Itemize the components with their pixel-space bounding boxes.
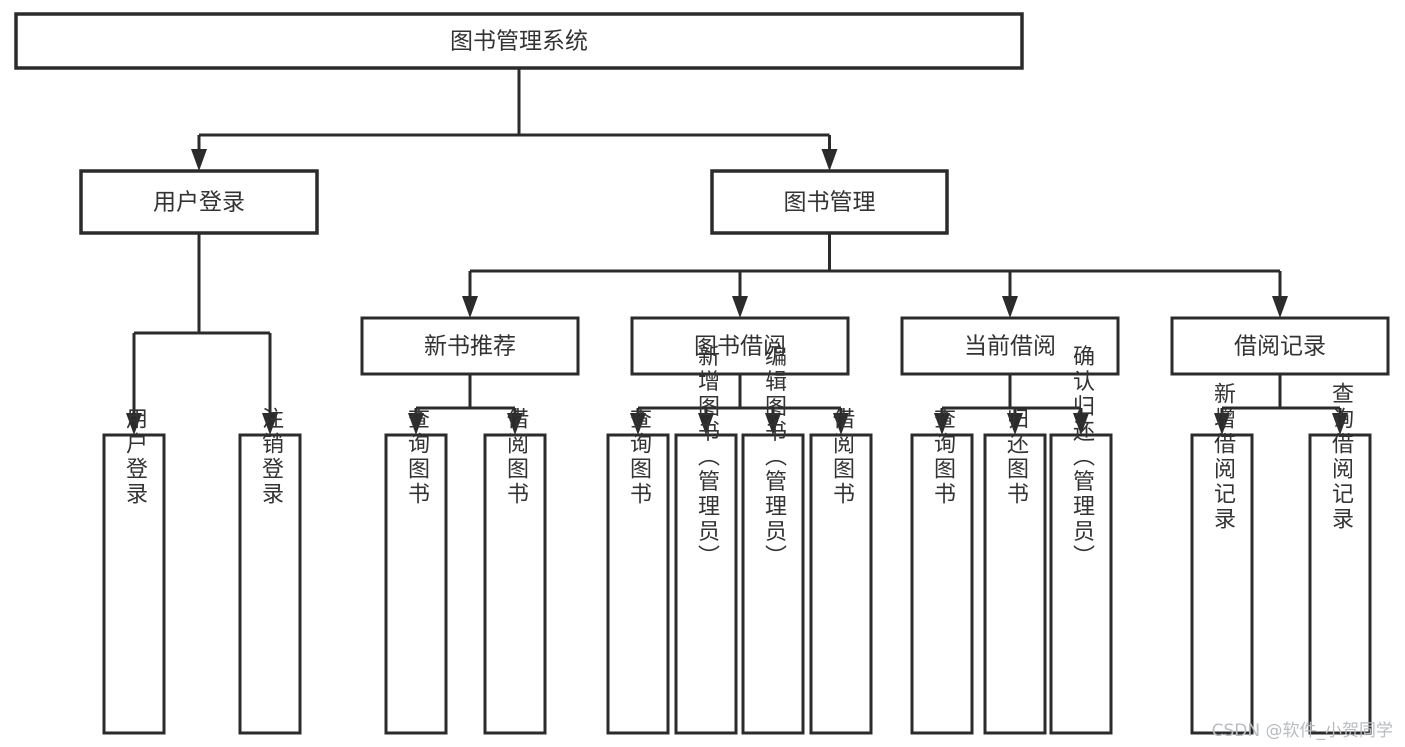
node-label: 新书推荐 (424, 334, 516, 360)
edge-group-book-borrow (630, 374, 849, 435)
edge-group-new-book-rec (408, 374, 523, 435)
node-box[interactable] (900, 316, 1120, 376)
node-leaf-borrow-book-2[interactable]: 借阅图书 (809, 407, 873, 735)
edge-group-borrow-record (1214, 374, 1348, 435)
node-box[interactable] (1308, 433, 1372, 735)
arrow-head-icon (191, 149, 207, 171)
arrow-head-icon (833, 413, 849, 435)
node-leaf-borrow-book-1[interactable]: 借阅图书 (483, 407, 547, 735)
arrow-head-icon (1002, 296, 1018, 318)
node-box[interactable] (14, 12, 1024, 70)
node-box[interactable] (360, 316, 580, 376)
node-box[interactable] (983, 433, 1047, 735)
node-label: 图书管理 (784, 190, 876, 216)
edge-group-current-borrow (934, 374, 1089, 435)
arrow-head-icon (934, 413, 950, 435)
node-leaf-add-record[interactable]: 新增借阅记录 (1190, 382, 1254, 735)
node-label: 用户登录 (122, 407, 148, 507)
edge-group-root (191, 68, 838, 171)
node-label: 借阅图书 (503, 407, 529, 507)
node-label: 查询借阅记录 (1328, 382, 1354, 532)
node-box[interactable] (1190, 433, 1254, 735)
arrow-head-icon (821, 149, 838, 171)
node-root[interactable]: 图书管理系统 (14, 12, 1024, 70)
node-leaf-query-book-3[interactable]: 查询图书 (910, 407, 974, 735)
arrow-head-icon (126, 413, 142, 435)
arrow-head-icon (462, 296, 478, 318)
node-leaf-query-book-1[interactable]: 查询图书 (384, 407, 448, 735)
node-box[interactable] (910, 433, 974, 735)
node-leaf-query-record[interactable]: 查询借阅记录 (1308, 382, 1372, 735)
node-label: 归还图书 (1003, 407, 1029, 507)
arrow-head-icon (1272, 296, 1288, 318)
node-box[interactable] (741, 433, 805, 735)
arrow-head-icon (765, 413, 781, 435)
arrow-head-icon (698, 413, 714, 435)
node-label: 确认归还（管理员） (1069, 345, 1095, 570)
node-label: 用户登录 (153, 190, 245, 216)
node-leaf-user-logout[interactable]: 注销登录 (238, 407, 302, 735)
node-book-manage[interactable]: 图书管理 (710, 169, 949, 235)
edge-group-user-login (126, 233, 278, 435)
node-label: 图书管理系统 (450, 29, 588, 55)
node-label: 查询图书 (626, 407, 652, 507)
arrow-head-icon (507, 413, 523, 435)
node-leaf-user-login[interactable]: 用户登录 (102, 407, 166, 735)
arrow-head-icon (1332, 413, 1348, 435)
arrow-head-icon (1214, 413, 1230, 435)
node-current-borrow[interactable]: 当前借阅 (900, 316, 1120, 376)
node-box[interactable] (710, 169, 949, 235)
edges-layer (126, 68, 1348, 435)
node-label: 查询图书 (404, 407, 430, 507)
node-box[interactable] (1049, 433, 1113, 735)
node-box[interactable] (79, 169, 319, 235)
node-box[interactable] (630, 316, 850, 376)
arrow-head-icon (1073, 413, 1089, 435)
node-box[interactable] (809, 433, 873, 735)
node-label: 借阅图书 (829, 407, 855, 507)
node-leaf-add-book[interactable]: 新增图书（管理员） (674, 345, 738, 735)
node-label: 当前借阅 (964, 334, 1056, 360)
node-leaf-query-book-2[interactable]: 查询图书 (606, 407, 670, 735)
arrow-head-icon (1007, 413, 1023, 435)
arrow-head-icon (408, 413, 424, 435)
node-new-book-rec[interactable]: 新书推荐 (360, 316, 580, 376)
node-leaf-confirm-return[interactable]: 确认归还（管理员） (1049, 345, 1113, 735)
node-leaf-edit-book[interactable]: 编辑图书（管理员） (741, 345, 805, 735)
node-leaf-return-book[interactable]: 归还图书 (983, 407, 1047, 735)
node-label: 借阅记录 (1234, 334, 1326, 360)
node-box[interactable] (238, 433, 302, 735)
node-label: 新增借阅记录 (1210, 382, 1236, 532)
node-box[interactable] (606, 433, 670, 735)
node-box[interactable] (102, 433, 166, 735)
node-borrow-record[interactable]: 借阅记录 (1170, 316, 1390, 376)
edge-group-book-manage (462, 233, 1288, 318)
node-label: 注销登录 (258, 407, 284, 507)
node-label: 查询图书 (930, 407, 956, 507)
node-label: 新增图书（管理员） (694, 345, 720, 570)
arrow-head-icon (262, 413, 278, 435)
node-box[interactable] (483, 433, 547, 735)
node-book-borrow[interactable]: 图书借阅 (630, 316, 850, 376)
arrow-head-icon (732, 296, 748, 318)
nodes-layer: 图书管理系统用户登录图书管理新书推荐图书借阅当前借阅借阅记录用户登录注销登录查询… (14, 12, 1390, 735)
node-label: 编辑图书（管理员） (761, 345, 787, 570)
node-label: 图书借阅 (694, 334, 786, 360)
node-user-login[interactable]: 用户登录 (79, 169, 319, 235)
node-box[interactable] (384, 433, 448, 735)
node-box[interactable] (674, 433, 738, 735)
arrow-head-icon (630, 413, 646, 435)
node-box[interactable] (1170, 316, 1390, 376)
